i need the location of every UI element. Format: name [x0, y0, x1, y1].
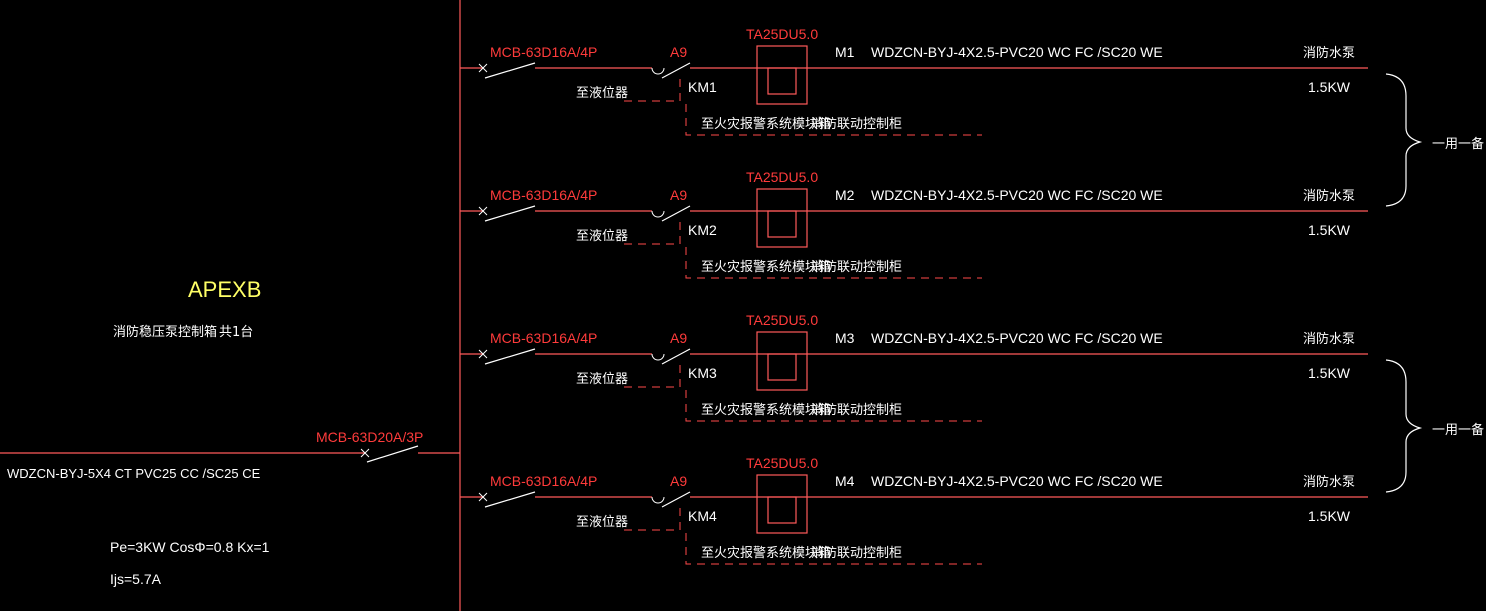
group-brace-1: 一用一备 [1385, 73, 1484, 207]
control-dash [685, 247, 982, 279]
level-dash [624, 74, 681, 102]
breaker-symbol [484, 491, 536, 508]
circuit-2: MCB-63D16A/4P A9 TA25DU5.0 M2 WDZCN-BYJ-… [460, 169, 1368, 279]
contactor-symbol [661, 62, 691, 79]
incoming-breaker-label: MCB-63D20A/3P [316, 429, 423, 445]
level-dash [624, 217, 681, 245]
circuit-id: M1 [835, 44, 855, 60]
contactor-arc [651, 353, 665, 361]
control-note: 至火灾报警系统模块箱 [701, 259, 831, 275]
control-note: 至火灾报警系统模块箱 [701, 116, 831, 132]
panel-description: 消防稳压泵控制箱 [113, 324, 217, 340]
load-power: 1.5KW [1308, 365, 1351, 381]
contactor-id: KM4 [688, 508, 717, 524]
contactor-arc [651, 67, 665, 75]
level-dash [624, 503, 681, 531]
control-note: 至火灾报警系统模块箱 [701, 402, 831, 418]
breaker-symbol [484, 205, 536, 222]
power-params: Pe=3KW CosΦ=0.8 Kx=1 [110, 539, 270, 555]
breaker-x-b [478, 349, 488, 359]
overload-label: TA25DU5.0 [746, 312, 818, 328]
overload-label: TA25DU5.0 [746, 169, 818, 185]
contactor-symbol [661, 348, 691, 365]
level-dash [624, 360, 681, 388]
control-dash [685, 390, 982, 422]
overload-outer [756, 45, 808, 105]
circuit-id: M3 [835, 330, 855, 346]
panel-count: 共1台 [219, 325, 253, 340]
breaker-label: MCB-63D16A/4P [490, 44, 597, 60]
contactor-type: A9 [670, 473, 687, 489]
incoming-breaker-x2 [360, 448, 370, 458]
load-name: 消防水泵 [1303, 331, 1355, 347]
load-power: 1.5KW [1308, 508, 1351, 524]
load-power: 1.5KW [1308, 222, 1351, 238]
group-brace-2: 一用一备 [1385, 359, 1484, 493]
brace-shape [1385, 73, 1423, 207]
contactor-type: A9 [670, 44, 687, 60]
breaker-x-b [478, 63, 488, 73]
breaker-symbol [484, 62, 536, 79]
overload-outer [756, 188, 808, 248]
breaker-label: MCB-63D16A/4P [490, 187, 597, 203]
overload-outer [756, 474, 808, 534]
level-note: 至液位器 [576, 229, 628, 244]
load-name: 消防水泵 [1303, 45, 1355, 61]
contactor-id: KM3 [688, 365, 717, 381]
linkage-note: 消防联动控制柜 [811, 116, 902, 132]
load-name: 消防水泵 [1303, 474, 1355, 490]
contactor-type: A9 [670, 330, 687, 346]
overload-label: TA25DU5.0 [746, 26, 818, 42]
contactor-symbol [661, 205, 691, 222]
contactor-type: A9 [670, 187, 687, 203]
control-dash [685, 104, 982, 136]
load-power: 1.5KW [1308, 79, 1351, 95]
circuit-1: MCB-63D16A/4P A9 TA25DU5.0 M1 WDZCN-BYJ-… [460, 26, 1368, 136]
circuit-3: MCB-63D16A/4P A9 TA25DU5.0 M3 WDZCN-BYJ-… [460, 312, 1368, 422]
incoming-breaker-symbol [366, 445, 419, 463]
incoming-feeder: MCB-63D20A/3P WDZCN-BYJ-5X4 CT PVC25 CC … [0, 429, 460, 481]
circuit-id: M4 [835, 473, 855, 489]
brace-shape [1385, 359, 1423, 493]
contactor-id: KM1 [688, 79, 717, 95]
breaker-symbol [484, 348, 536, 365]
contactor-arc [651, 496, 665, 504]
breaker-x-b [478, 206, 488, 216]
cable-label: WDZCN-BYJ-4X2.5-PVC20 WC FC /SC20 WE [871, 473, 1163, 489]
level-note: 至液位器 [576, 86, 628, 101]
group-label: 一用一备 [1432, 422, 1484, 438]
overload-label: TA25DU5.0 [746, 455, 818, 471]
overload-inner [767, 496, 797, 524]
load-name: 消防水泵 [1303, 188, 1355, 204]
cable-label: WDZCN-BYJ-4X2.5-PVC20 WC FC /SC20 WE [871, 44, 1163, 60]
linkage-note: 消防联动控制柜 [811, 259, 902, 275]
control-dash [685, 533, 982, 565]
overload-inner [767, 67, 797, 95]
contactor-id: KM2 [688, 222, 717, 238]
incoming-cable-label: WDZCN-BYJ-5X4 CT PVC25 CC /SC25 CE [7, 466, 261, 481]
overload-inner [767, 353, 797, 381]
contactor-symbol [661, 491, 691, 508]
cable-label: WDZCN-BYJ-4X2.5-PVC20 WC FC /SC20 WE [871, 330, 1163, 346]
linkage-note: 消防联动控制柜 [811, 545, 902, 561]
control-note: 至火灾报警系统模块箱 [701, 545, 831, 561]
linkage-note: 消防联动控制柜 [811, 402, 902, 418]
overload-inner [767, 210, 797, 238]
level-note: 至液位器 [576, 372, 628, 387]
level-note: 至液位器 [576, 515, 628, 530]
breaker-label: MCB-63D16A/4P [490, 330, 597, 346]
breaker-label: MCB-63D16A/4P [490, 473, 597, 489]
overload-outer [756, 331, 808, 391]
group-label: 一用一备 [1432, 136, 1484, 152]
circuit-id: M2 [835, 187, 855, 203]
panel-name: APEXB [188, 277, 261, 302]
circuit-4: MCB-63D16A/4P A9 TA25DU5.0 M4 WDZCN-BYJ-… [460, 455, 1368, 565]
cable-label: WDZCN-BYJ-4X2.5-PVC20 WC FC /SC20 WE [871, 187, 1163, 203]
calc-current: Ijs=5.7A [110, 571, 162, 587]
contactor-arc [651, 210, 665, 218]
breaker-x-b [478, 492, 488, 502]
